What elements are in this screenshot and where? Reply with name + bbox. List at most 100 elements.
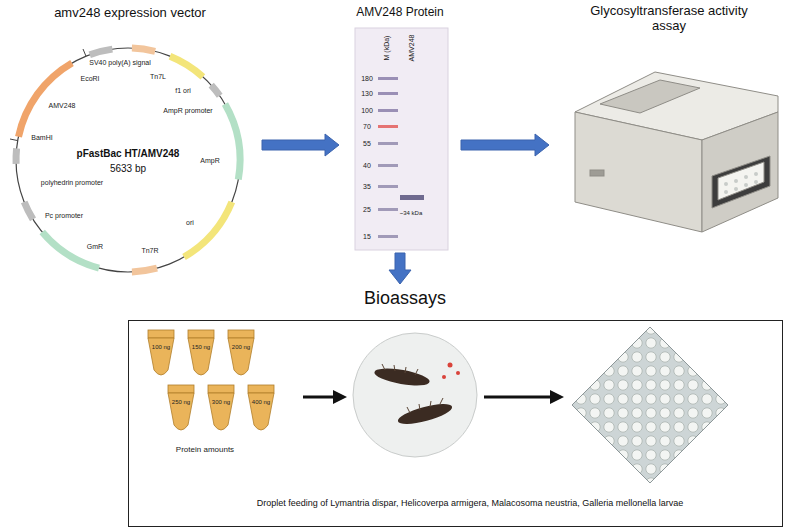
marker-band [378,77,398,80]
plate-reader [575,72,778,232]
protein-tube [188,338,214,375]
plasmid-backbone [16,48,240,272]
flow-arrow [389,253,411,284]
plasmid-size: 5633 bp [110,163,146,175]
plasmid-name: pFastBac HT/AMV248 [77,148,180,160]
western-blot [355,28,448,250]
feature-label: AmpR [200,157,219,164]
flow-arrow [262,134,339,156]
flow-arrow [461,134,549,156]
plate-well [734,187,738,191]
feature-label: SV40 poly(A) signal [89,59,150,66]
protein-tube [168,393,194,430]
marker-band [378,92,398,95]
marker-size: 70 [363,123,371,130]
feature-label: Tn7R [141,247,158,254]
feature-label: AmpR promoter [163,107,212,114]
protein-tube [248,393,274,430]
marker-size: 130 [361,90,373,97]
restriction-site [83,49,86,56]
larvae-photo [456,371,460,375]
plasmid-feature [170,56,203,77]
feature-label: f1 ori [175,87,191,94]
flow-arrow [333,390,347,404]
plate-reader [600,80,700,113]
larvae-photo [394,365,395,371]
larvae-photo [382,364,443,413]
band-size: ~34 kDa [400,210,423,216]
well-plate [572,327,728,483]
tube-label: 400 ng [252,399,270,405]
larvae-photo [353,333,477,457]
larvae-photo [353,333,477,457]
marker-size: 100 [361,107,373,114]
panel-heading: AMV248 Protein [356,6,443,20]
lane-label: AMV248 [408,35,415,62]
flow-arrow [550,390,564,404]
protein-tube [188,330,214,338]
larvae-photo [430,401,431,407]
marker-band [378,235,398,238]
marker-band [378,77,398,238]
plate-well [724,172,758,194]
panel-heading: Bioassays [364,288,446,309]
well-plate [572,327,728,483]
plasmid-feature [90,49,113,55]
feature-label: AMV248 [49,102,76,109]
plasmid-feature [42,232,99,268]
protein-tube [248,385,274,393]
larvae-photo [419,404,420,410]
protein-tube [228,338,254,375]
plasmid-feature [13,148,21,164]
flow-arrow [303,396,336,399]
feature-label: Tn7L [150,73,166,80]
marker-band [378,208,398,211]
larvae-photo [373,365,431,389]
plasmid-panel: amv248 expression vectorpFastBac HT/AMV2… [4,2,256,286]
larvae-photo [415,369,418,375]
marker-size: 25 [363,206,371,213]
larvae-photo [448,363,453,368]
larvae-photo [440,398,443,404]
tube-group-label: Protein amounts [176,446,234,454]
plate-reader [590,170,604,176]
marker-band [378,185,398,188]
tube-label: 250 ng [172,399,190,405]
protein-tube [228,330,254,338]
protein-tube [208,393,234,430]
feature-label: ori [186,219,194,226]
well-plate [572,327,728,483]
assay-panel: Glycosyltransferase activity assay [555,0,783,245]
marker-size: 55 [363,140,371,147]
site-label: BamHI [31,134,52,141]
blot-membrane [355,28,448,250]
protein-tube [168,385,194,393]
plate-well [744,183,748,187]
tube-label: 300 ng [212,399,230,405]
bioassay-panel: BioassaysDroplet feeding of Lymantria di… [128,285,783,527]
marker-band [378,109,398,112]
larvae-photo [396,400,454,428]
tube-label: 100 ng [152,344,170,350]
plasmid-feature [225,104,240,180]
plate-reader [712,156,770,208]
plate-reader [718,162,764,200]
marker-band [378,142,398,145]
marker-size: 40 [363,162,371,169]
protein-tube [148,338,174,375]
plasmid-feature [132,48,155,51]
marker-band [378,164,398,167]
marker-band [378,125,398,128]
site-label: EcoRI [80,75,99,82]
tube-label: 200 ng [232,344,250,350]
larvae-photo [382,364,385,370]
protein-tube [148,330,174,338]
feature-label: Pc promoter [45,212,83,219]
marker-size: 15 [363,233,371,240]
restriction-site [10,139,18,141]
flow-arrow [484,396,553,399]
panel-border [128,320,783,527]
